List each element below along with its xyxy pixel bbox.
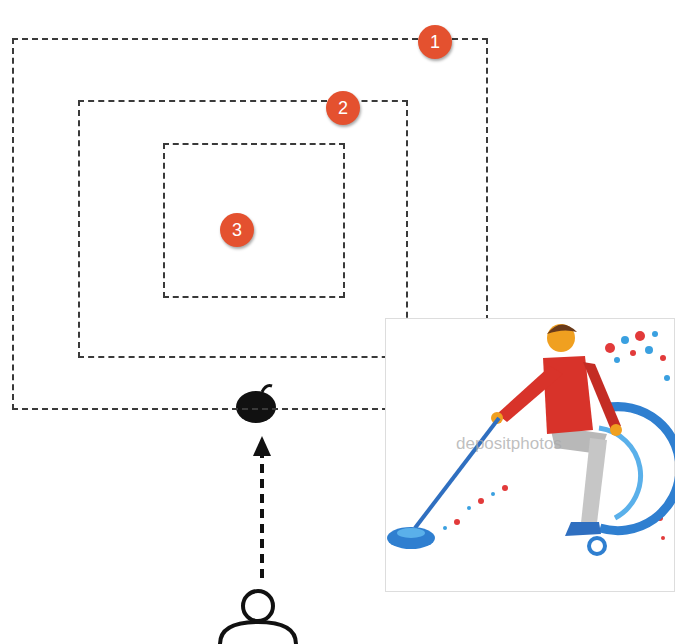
- person-icon: [220, 591, 296, 644]
- wheelchair-curling-illustration: [385, 318, 675, 592]
- shoe: [565, 522, 601, 536]
- dot: [502, 485, 508, 491]
- blue-curling-stone: [387, 527, 435, 549]
- throw-arrow: [253, 436, 271, 578]
- dot: [661, 536, 665, 540]
- dot: [491, 492, 495, 496]
- curling-stone: [236, 386, 276, 423]
- dot: [660, 355, 666, 361]
- person-shoulders: [220, 622, 296, 644]
- stone-body: [236, 391, 276, 423]
- dot: [652, 331, 658, 337]
- shin: [581, 438, 607, 523]
- dot: [645, 346, 653, 354]
- arrow-shaft: [260, 452, 264, 578]
- motion-dots: [443, 331, 670, 540]
- dot: [478, 498, 484, 504]
- callout-number: 3: [220, 213, 254, 247]
- dot: [621, 336, 629, 344]
- arrow-head: [253, 436, 271, 456]
- dot: [635, 331, 645, 341]
- dot: [467, 506, 471, 510]
- dot: [630, 350, 636, 356]
- dot: [443, 526, 447, 530]
- stone-body: [387, 527, 435, 549]
- dot: [614, 357, 620, 363]
- hand: [610, 424, 622, 436]
- back-arm: [583, 362, 621, 430]
- arm: [497, 366, 563, 422]
- athlete: [491, 324, 622, 536]
- callout-number: 1: [418, 25, 452, 59]
- dot: [605, 343, 615, 353]
- illustration-frame: [386, 319, 675, 592]
- target-zone: 23: [78, 100, 408, 358]
- stone-handle: [262, 386, 272, 392]
- target-zone: 3: [163, 143, 345, 298]
- stone-top: [397, 528, 425, 538]
- person-head: [243, 591, 273, 621]
- dot: [664, 375, 670, 381]
- hair: [547, 324, 577, 334]
- dot: [454, 519, 460, 525]
- watermark: depositphotos: [456, 434, 562, 454]
- caster-wheel: [589, 538, 605, 554]
- callout-number: 2: [326, 91, 360, 125]
